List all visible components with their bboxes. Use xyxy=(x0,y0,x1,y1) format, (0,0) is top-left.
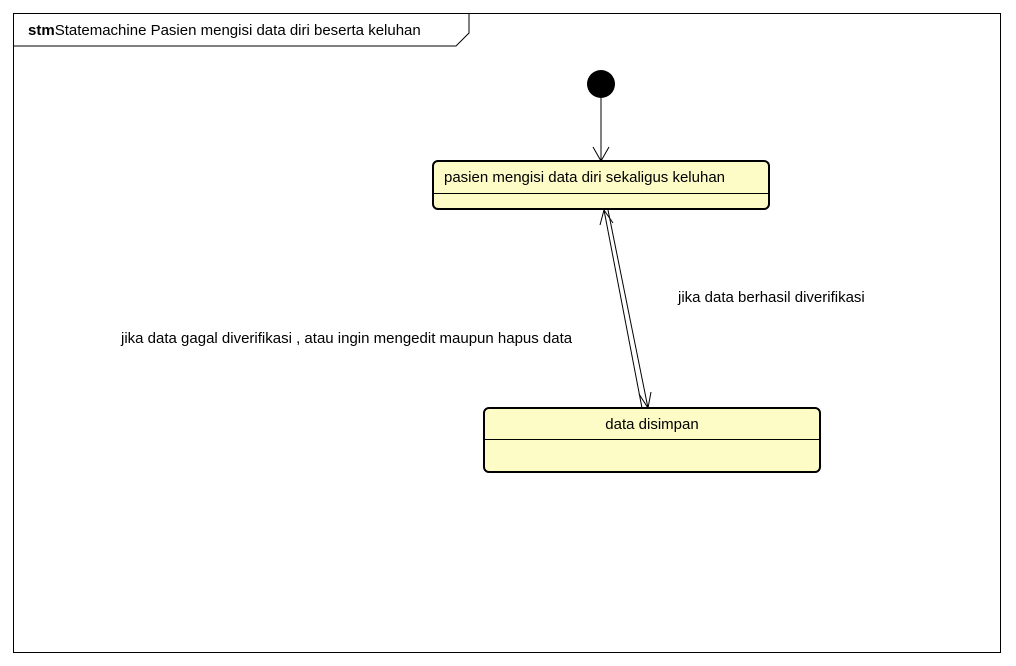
state-name-data-disimpan: data disimpan xyxy=(485,409,819,440)
initial-node xyxy=(587,70,615,98)
failure-transition-label: jika data gagal diverifikasi , atau ingi… xyxy=(121,330,573,347)
frame-title-text: Statemachine Pasien mengisi data diri be… xyxy=(54,22,421,39)
frame-name-tag xyxy=(14,14,470,47)
state-pasien-mengisi-data[interactable]: pasien mengisi data diri sekaligus keluh… xyxy=(432,160,770,210)
success-transition-line xyxy=(607,209,649,409)
failure-transition-arrowhead xyxy=(599,208,614,226)
state-name-pasien-mengisi-data: pasien mengisi data diri sekaligus keluh… xyxy=(434,162,768,194)
failure-transition-line xyxy=(603,209,643,409)
state-data-disimpan[interactable]: data disimpan xyxy=(483,407,821,473)
success-transition-label: jika data berhasil diverifikasi xyxy=(678,289,865,306)
frame-keyword: stm xyxy=(28,22,55,39)
